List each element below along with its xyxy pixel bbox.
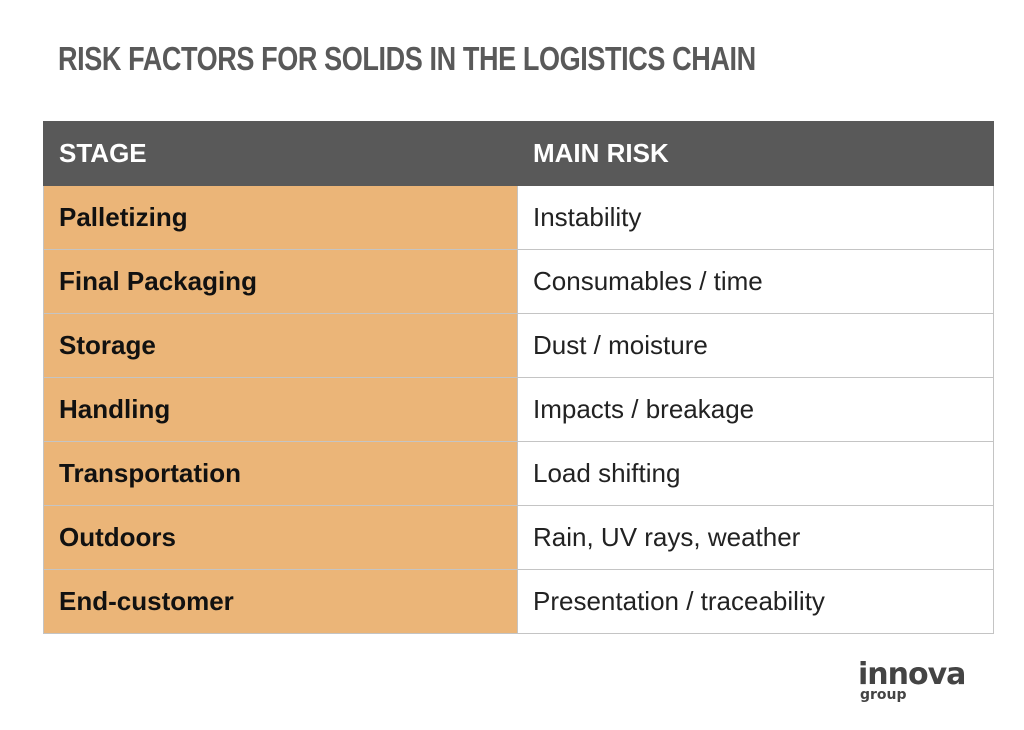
- table-row: Final Packaging Consumables / time: [43, 249, 994, 314]
- innova-group-logo: innova group: [858, 660, 978, 710]
- header-stage: STAGE: [43, 121, 518, 186]
- stage-cell: Palletizing: [43, 185, 518, 250]
- stage-cell: Final Packaging: [43, 249, 518, 314]
- logo-subtext: group: [860, 687, 907, 703]
- risk-cell: Presentation / traceability: [517, 569, 994, 634]
- table-row: Transportation Load shifting: [43, 441, 994, 506]
- risk-cell: Instability: [517, 185, 994, 250]
- risk-cell: Load shifting: [517, 441, 994, 506]
- table-row: Handling Impacts / breakage: [43, 377, 994, 442]
- stage-cell: Storage: [43, 313, 518, 378]
- risk-cell: Consumables / time: [517, 249, 994, 314]
- stage-cell: Outdoors: [43, 505, 518, 570]
- page-title: RISK FACTORS FOR SOLIDS IN THE LOGISTICS…: [58, 40, 756, 77]
- stage-cell: Handling: [43, 377, 518, 442]
- stage-cell: End-customer: [43, 569, 518, 634]
- table-row: Palletizing Instability: [43, 185, 994, 250]
- stage-cell: Transportation: [43, 441, 518, 506]
- risk-table: STAGE MAIN RISK Palletizing Instability …: [43, 121, 994, 634]
- table-row: Outdoors Rain, UV rays, weather: [43, 505, 994, 570]
- risk-cell: Rain, UV rays, weather: [517, 505, 994, 570]
- logo-wordmark: innova: [858, 657, 966, 692]
- risk-cell: Impacts / breakage: [517, 377, 994, 442]
- table-row: End-customer Presentation / traceability: [43, 569, 994, 634]
- risk-cell: Dust / moisture: [517, 313, 994, 378]
- table-row: Storage Dust / moisture: [43, 313, 994, 378]
- table-header-row: STAGE MAIN RISK: [43, 121, 994, 186]
- header-main-risk: MAIN RISK: [517, 121, 994, 186]
